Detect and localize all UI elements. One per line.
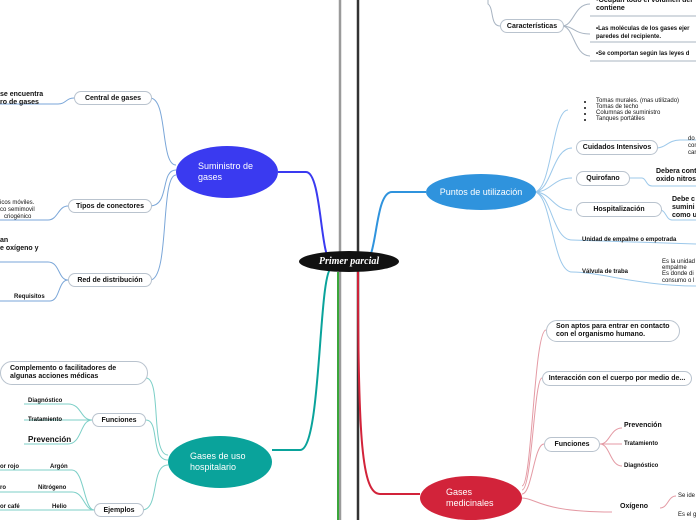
- node-valvula-de-traba[interactable]: Válvula de traba: [582, 269, 629, 275]
- topic-gases-uso-hospitalario[interactable]: Gases de uso hospitalario: [168, 436, 272, 488]
- item-med-prevencion[interactable]: Prevención: [624, 422, 662, 429]
- note-valvula-1: Es la unidad: [662, 259, 696, 265]
- node-quirofano[interactable]: Quirofano: [576, 171, 630, 186]
- bullet-dot: [584, 119, 586, 121]
- note-cuidados-1: do: [688, 136, 695, 142]
- item-med-tratamiento[interactable]: Tratamiento: [624, 441, 659, 447]
- node-funciones-hospitalario[interactable]: Funciones: [92, 413, 146, 427]
- note-valvula-3: Es donde di: [662, 271, 694, 277]
- node-interaccion[interactable]: Interacción con el cuerpo por medio de..…: [542, 371, 692, 386]
- bullet-columnas: Columnas de suministro: [596, 110, 661, 116]
- topic-hospitalario-label: Gases de uso hospitalario: [190, 451, 246, 472]
- node-central-de-gases-label: Central de gases: [84, 94, 142, 102]
- node-hospitalizacion-label: Hospitalización: [593, 206, 645, 213]
- node-funciones-medicinales[interactable]: Funciones: [544, 437, 600, 452]
- node-funciones-hospitalario-label: Funciones: [101, 416, 137, 424]
- item-diagnostico[interactable]: Diagnóstico: [28, 398, 63, 404]
- node-interaccion-label: Interacción con el cuerpo por medio de..…: [548, 375, 686, 382]
- node-red-de-distribucion[interactable]: Red de distribución: [68, 273, 152, 287]
- node-tipos-label: Tipos de conectores: [76, 202, 144, 210]
- note-valvula-2: empalme: [662, 265, 687, 271]
- node-aptos-label: Son aptos para entrar en contacto con el…: [556, 323, 670, 338]
- note-cuidados-2: con: [688, 143, 696, 149]
- note-tipos-line1: icos móviles.: [0, 200, 35, 206]
- note-valvula-4: consumo o l: [662, 278, 695, 284]
- ejemplo-gas-argon[interactable]: Argón: [50, 464, 68, 470]
- node-ejemplos-label: Ejemplos: [103, 506, 135, 514]
- bullet-dot: [584, 113, 586, 115]
- node-quirofano-label: Quirofano: [586, 175, 620, 182]
- ejemplo-gas-helio[interactable]: Helio: [52, 504, 67, 510]
- note-oxigeno-1: Se ide: [678, 493, 696, 499]
- node-caracteristicas-label: Características: [506, 22, 558, 30]
- topic-gases-medicinales[interactable]: Gases medicinales: [420, 476, 522, 520]
- bullet-tomas-techo: Tomas de techo: [596, 104, 639, 110]
- topic-suministro-label: Suministro de gases: [198, 161, 254, 182]
- note-oxigeno-2: Es el g: [678, 512, 696, 518]
- ejemplo-gas-nitrogeno[interactable]: Nitrógeno: [38, 485, 67, 491]
- ejemplo-color-2: ro: [0, 485, 6, 491]
- central-topic[interactable]: Primer parcial: [299, 251, 399, 272]
- node-caracteristicas[interactable]: Características: [500, 19, 564, 33]
- note-cuidados-3: car: [688, 150, 696, 156]
- caracteristica-3: •Se comportan según las leyes d: [596, 51, 690, 57]
- note-red-line1: an: [0, 237, 9, 244]
- node-red-label: Red de distribución: [77, 276, 143, 284]
- caracteristica-1: •Ocupan todo el volumen del contiene: [596, 0, 693, 12]
- node-hospitalizacion[interactable]: Hospitalización: [576, 202, 662, 217]
- topic-puntos-de-utilizacion[interactable]: Puntos de utilización: [426, 174, 536, 210]
- bullet-dot: [584, 107, 586, 109]
- node-unidad-de-empalme[interactable]: Unidad de empalme o empotrada: [582, 237, 677, 243]
- item-med-diagnostico[interactable]: Diagnóstico: [624, 463, 659, 469]
- note-tipos-line3: criogénico: [4, 214, 32, 220]
- node-complemento-label: Complemento o facilitadores de algunas a…: [10, 365, 117, 380]
- central-topic-label: Primer parcial: [318, 256, 380, 267]
- node-central-de-gases[interactable]: Central de gases: [74, 91, 152, 105]
- node-funciones-medicinales-label: Funciones: [554, 441, 590, 448]
- note-central-line1: se encuentra: [0, 91, 44, 98]
- node-requisitos[interactable]: Requisitos: [14, 294, 45, 300]
- note-red-line2: e oxígeno y: [0, 245, 39, 252]
- bullet-tomas-murales: Tomas murales. (mas utilizado): [596, 98, 680, 104]
- node-tipos-de-conectores[interactable]: Tipos de conectores: [68, 199, 152, 213]
- node-cuidados-intensivos[interactable]: Cuidados Intensivos: [576, 140, 658, 155]
- note-hospitalizacion: Debe c sumini como u: [672, 196, 696, 219]
- item-tratamiento[interactable]: Tratamiento: [28, 417, 63, 423]
- topic-suministro-de-gases[interactable]: Suministro de gases: [176, 146, 278, 198]
- note-tipos-line2: co semimovil: [0, 207, 35, 213]
- item-prevencion[interactable]: Prevención: [28, 435, 72, 444]
- ejemplo-color-1: or rojo: [0, 464, 19, 470]
- node-ejemplos[interactable]: Ejemplos: [94, 503, 144, 517]
- node-complemento[interactable]: Complemento o facilitadores de algunas a…: [0, 361, 148, 385]
- topic-puntos-label: Puntos de utilización: [439, 186, 523, 197]
- note-central-line2: ro de gases: [0, 99, 39, 106]
- caracteristica-2: •Las moléculas de los gases ejer paredes…: [596, 26, 690, 40]
- node-oxigeno[interactable]: Oxígeno: [620, 503, 649, 510]
- topic-medicinales-label: Gases medicinales: [446, 487, 494, 508]
- bullet-dot: [584, 101, 586, 103]
- bullet-tanques: Tanques portátiles: [596, 116, 645, 122]
- note-quirofano: Debera cont oxido nitros: [656, 168, 696, 183]
- ejemplo-color-3: or café: [0, 504, 20, 510]
- node-aptos-contacto[interactable]: Son aptos para entrar en contacto con el…: [546, 320, 680, 342]
- node-cuidados-label: Cuidados Intensivos: [582, 144, 652, 151]
